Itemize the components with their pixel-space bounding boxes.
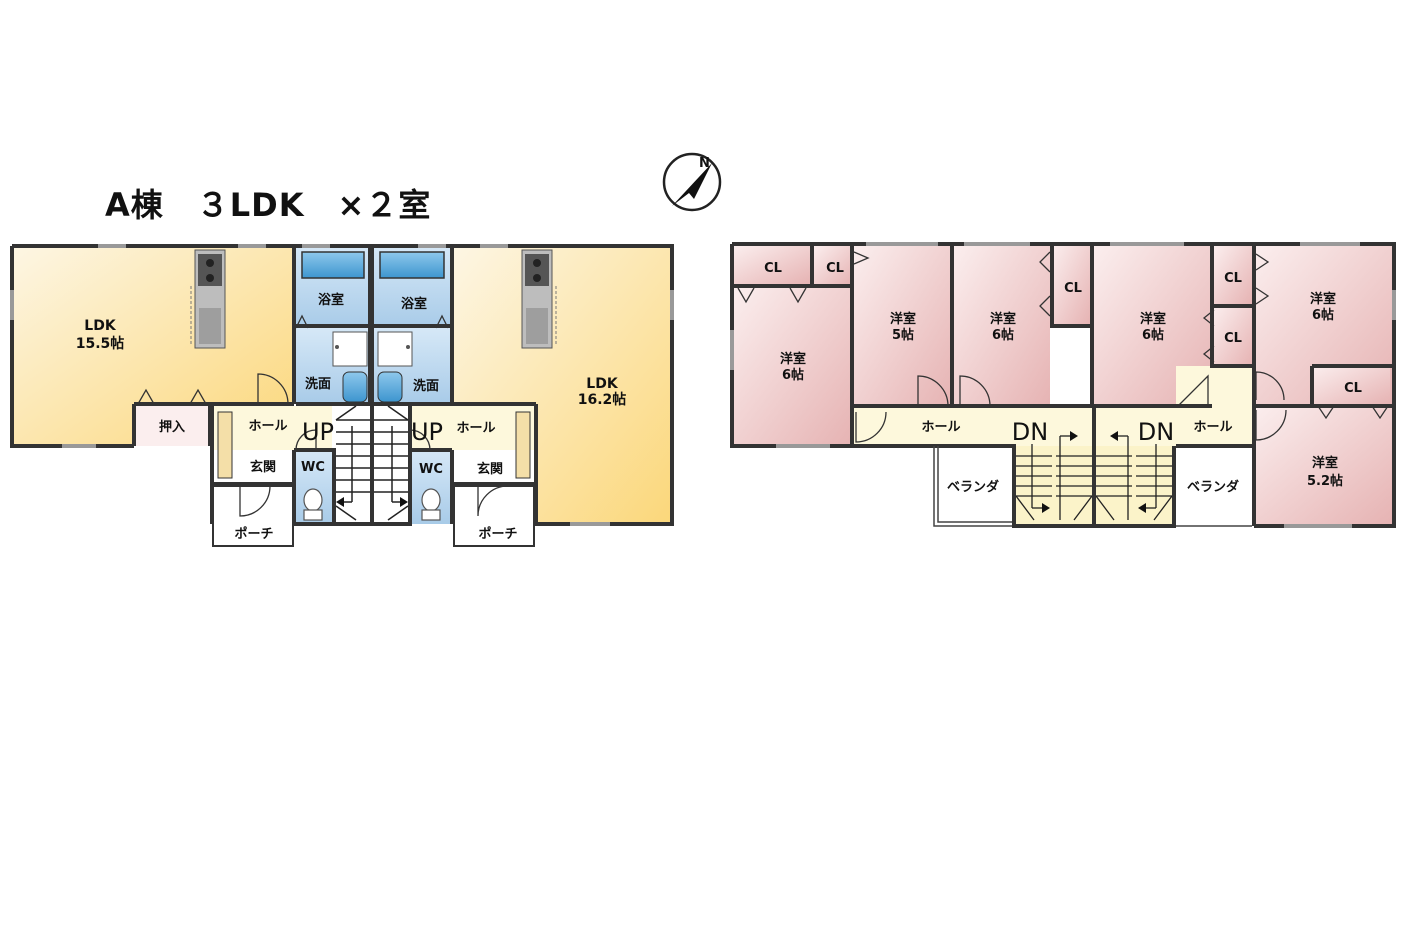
dn-left-label: DN: [1012, 418, 1048, 446]
hall-right-label: ホール: [456, 421, 495, 436]
room-f-size: 5.2帖: [1307, 473, 1343, 489]
page-title: A棟 ３LDK ×２室: [105, 186, 432, 224]
kitchen-right: [521, 249, 557, 349]
bath-left-label: 浴室: [318, 292, 344, 308]
cl-3-label: CL: [1064, 281, 1082, 296]
genkan-right-label: 玄関: [477, 461, 503, 477]
cl-5-label: CL: [1224, 331, 1242, 346]
cl-6-label: CL: [1344, 381, 1362, 396]
kitchen-left: [190, 249, 226, 349]
veranda-right-label: ベランダ: [1187, 479, 1239, 495]
room-a-name: 洋室: [780, 351, 806, 367]
cl-2-label: CL: [826, 261, 844, 276]
bath-right-label: 浴室: [401, 296, 427, 312]
room-d-size: 6帖: [1142, 327, 1164, 343]
cl-1-label: CL: [764, 261, 782, 276]
hall-left-label: ホール: [248, 419, 287, 434]
up-left-label: UP: [302, 418, 334, 446]
room-b-name: 洋室: [890, 311, 916, 327]
room-e-name: 洋室: [1310, 291, 1336, 307]
ldk-right-size: 16.2帖: [578, 391, 627, 408]
genkan-left-label: 玄関: [250, 459, 276, 475]
room-a-size: 6帖: [782, 367, 804, 383]
compass: N: [662, 152, 722, 212]
room-c-size: 6帖: [992, 327, 1014, 343]
porch-left-label: ポーチ: [234, 526, 273, 542]
wash-right-label: 洗面: [413, 378, 439, 394]
oshiire-label: 押入: [159, 419, 185, 435]
room-b-size: 5帖: [892, 327, 914, 343]
veranda-left-label: ベランダ: [947, 479, 999, 495]
ldk-left-size: 15.5帖: [76, 335, 125, 352]
wc-left-label: WC: [301, 460, 325, 475]
floor1-plan: LDK 15.5帖 LDK 16.2帖 押入 浴室 浴室 洗面 洗面 ホール ホ…: [10, 244, 674, 547]
dn-right-label: DN: [1138, 418, 1174, 446]
porch-right-label: ポーチ: [478, 526, 517, 542]
room-f-name: 洋室: [1312, 455, 1338, 471]
ldk-right-name: LDK: [586, 376, 619, 392]
room-d-name: 洋室: [1140, 311, 1166, 327]
north-label: N: [699, 156, 710, 171]
cl-4-label: CL: [1224, 271, 1242, 286]
room-c-name: 洋室: [990, 311, 1016, 327]
room-e-size: 6帖: [1312, 307, 1334, 323]
ldk-left-name: LDK: [84, 318, 117, 334]
hall2-left-label: ホール: [921, 420, 960, 435]
floor2-plan: CL CL CL CL CL CL 洋室 6帖 洋室 5帖 洋室 6帖 洋室 6…: [730, 242, 1396, 528]
hall2-right-label: ホール: [1193, 420, 1232, 435]
wc-right-label: WC: [419, 462, 443, 477]
up-right-label: UP: [411, 418, 443, 446]
wash-left-label: 洗面: [305, 376, 331, 392]
